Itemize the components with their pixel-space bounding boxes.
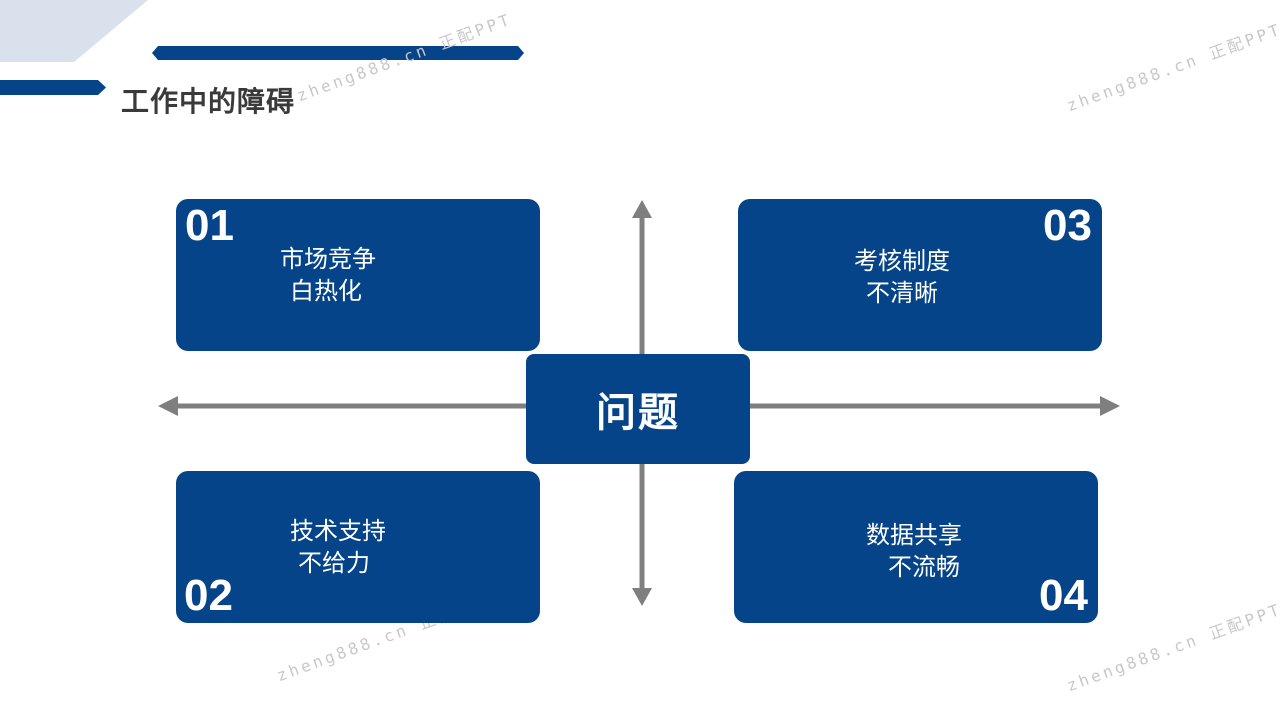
center-label: 问题 [596,390,680,436]
quadrant-text: 技术支持 不给力 [290,515,386,579]
quadrant-line2: 不流畅 [888,553,960,581]
quadrant-03: 03 考核制度 不清晰 [738,199,1102,351]
arrow-left-icon [158,396,178,416]
quadrant-line1: 数据共享 [866,521,962,549]
center-problem-box: 问题 [526,354,750,464]
quadrant-number: 02 [184,571,233,620]
quadrant-text: 数据共享 不流畅 [866,519,962,583]
quadrant-line1: 技术支持 [290,517,386,545]
page-title: 工作中的障碍 [121,85,296,118]
arrow-up-icon [632,200,652,218]
quadrant-line2: 不给力 [298,549,370,577]
quadrant-number: 03 [1043,201,1092,250]
arrow-right-icon [1100,396,1120,416]
arrow-down-icon [632,588,652,606]
quadrant-line2: 白热化 [290,277,362,305]
quadrant-02: 02 技术支持 不给力 [176,471,540,623]
quadrant-line1: 市场竞争 [280,245,376,273]
quadrant-number: 01 [185,201,234,250]
quadrant-number: 04 [1039,571,1088,620]
quadrant-line1: 考核制度 [854,247,950,275]
quadrant-text: 市场竞争 白热化 [280,243,376,307]
quadrant-text: 考核制度 不清晰 [854,245,950,309]
quadrant-04: 04 数据共享 不流畅 [734,471,1098,623]
corner-decoration [0,0,148,62]
header-accent-bar [152,46,524,60]
quadrant-line2: 不清晰 [866,279,938,307]
quadrant-01: 01 市场竞争 白热化 [176,199,540,351]
title-accent-bar [0,80,106,95]
